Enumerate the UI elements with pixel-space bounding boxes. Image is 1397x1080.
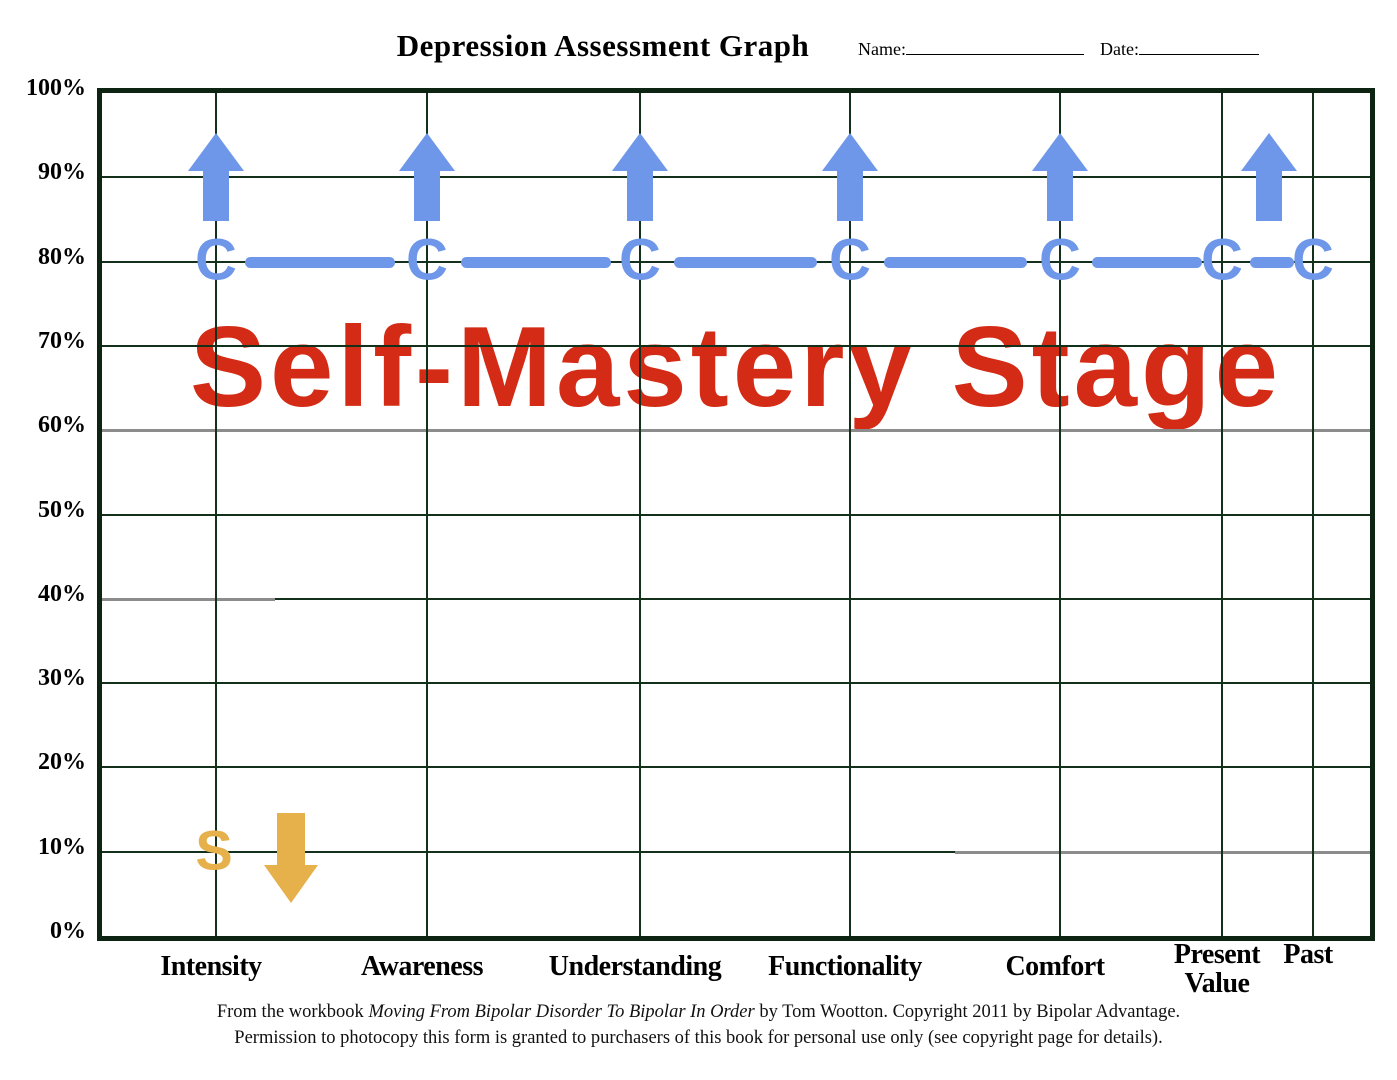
y-tick-label: 70%	[38, 328, 86, 354]
up-arrow-icon	[822, 133, 878, 221]
x-category-label: Past	[1283, 939, 1333, 970]
grid-line-h	[102, 682, 1370, 684]
up-arrow-icon	[1241, 133, 1297, 221]
x-category-label: Functionality	[768, 951, 922, 982]
series-dash	[1092, 257, 1202, 268]
grid-line-v	[1312, 93, 1314, 936]
footer: From the workbook Moving From Bipolar Di…	[0, 999, 1397, 1051]
grid-line-v	[639, 93, 641, 936]
grid-line-h	[955, 851, 1370, 854]
up-arrow-icon	[612, 133, 668, 221]
grid-line-h	[275, 598, 1370, 600]
footer-text: From the workbook	[216, 1002, 369, 1022]
series-marker-C: C	[406, 227, 448, 293]
grid-line-v	[426, 93, 428, 936]
y-tick-label: 80%	[38, 244, 86, 270]
name-label: Name:	[858, 39, 906, 59]
footer-line-1: From the workbook Moving From Bipolar Di…	[0, 999, 1397, 1025]
footer-line-2: Permission to photocopy this form is gra…	[234, 1028, 1163, 1048]
footer-text: by Tom Wootton. Copyright 2011 by Bipola…	[754, 1002, 1181, 1022]
name-field	[905, 38, 1084, 55]
grid-line-h	[102, 514, 1370, 516]
y-tick-label: 30%	[38, 665, 86, 691]
y-tick-label: 10%	[38, 834, 86, 860]
series-dash	[674, 257, 817, 268]
series-marker-C: C	[829, 227, 871, 293]
series-dash	[884, 257, 1027, 268]
series-dash	[461, 257, 611, 268]
up-arrow-icon	[188, 133, 244, 221]
x-category-label: Awareness	[360, 951, 484, 982]
stage-annotation: Self-Mastery Stage	[189, 304, 1283, 431]
down-arrow-icon	[264, 813, 318, 903]
y-tick-label: 60%	[38, 412, 86, 438]
series-marker-C: C	[619, 227, 661, 293]
y-tick-label: 20%	[38, 749, 86, 775]
grid-line-h	[102, 176, 1370, 178]
x-category-label: Understanding	[548, 951, 722, 982]
footer-book-title: Moving From Bipolar Disorder To Bipolar …	[368, 1002, 755, 1022]
grid-line-v	[215, 93, 217, 936]
series-dash	[1250, 257, 1294, 268]
y-tick-label: 0%	[50, 918, 86, 944]
series-marker-C: C	[1039, 227, 1081, 293]
series-marker-C: C	[1292, 227, 1334, 293]
up-arrow-icon	[1032, 133, 1088, 221]
series-dash	[245, 257, 395, 268]
page-title: Depression Assessment Graph	[396, 28, 810, 63]
grid-line-v	[1221, 93, 1223, 936]
grid-line-h	[102, 429, 1370, 432]
date-field	[1138, 38, 1259, 55]
grid-line-h	[102, 766, 1370, 768]
y-tick-label: 90%	[38, 159, 86, 185]
series-marker-S: S	[195, 818, 233, 882]
y-tick-label: 40%	[38, 581, 86, 607]
grid-line-h	[102, 851, 955, 853]
grid-line-v	[1059, 93, 1061, 936]
x-category-label: Present Value	[1173, 939, 1261, 999]
name-date-row: Name: Date:	[858, 38, 1259, 60]
grid-line-h	[102, 345, 1370, 347]
date-label: Date:	[1099, 39, 1139, 59]
up-arrow-icon	[399, 133, 455, 221]
y-tick-label: 50%	[38, 497, 86, 523]
y-tick-label: 100%	[26, 75, 86, 101]
series-marker-C: C	[1201, 227, 1243, 293]
grid-line-h	[102, 598, 275, 601]
series-marker-C: C	[195, 227, 237, 293]
x-category-label: Comfort	[1005, 951, 1105, 982]
grid-line-v	[849, 93, 851, 936]
x-category-label: Intensity	[160, 951, 262, 982]
